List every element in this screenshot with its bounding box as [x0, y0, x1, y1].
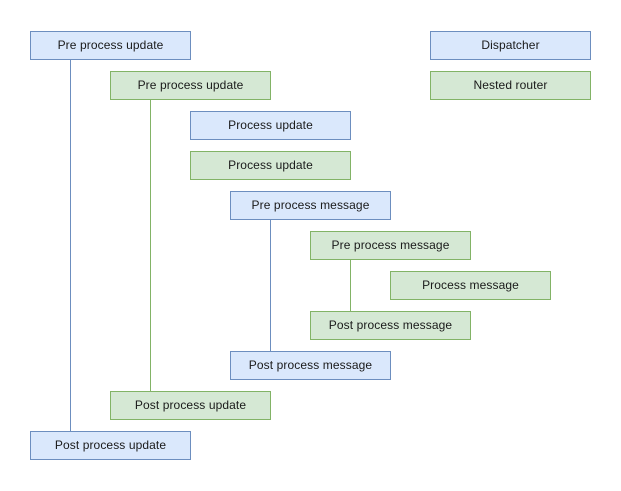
node-post-process-message-router[interactable]: Post process message [310, 311, 471, 340]
node-label: Process update [228, 158, 313, 173]
node-process-update-dispatcher[interactable]: Process update [190, 111, 351, 140]
legend-label: Dispatcher [481, 38, 540, 53]
node-process-message-router[interactable]: Process message [390, 271, 551, 300]
legend-item-nested-router[interactable]: Nested router [430, 71, 591, 100]
node-pre-process-update-router[interactable]: Pre process update [110, 71, 271, 100]
node-pre-process-message-dispatcher[interactable]: Pre process message [230, 191, 391, 220]
node-label: Pre process message [331, 238, 450, 253]
connector-line-dispatcher-inner [270, 220, 271, 351]
node-label: Pre process update [57, 38, 164, 53]
node-label: Pre process update [137, 78, 244, 93]
node-label: Post process update [54, 438, 167, 453]
node-label: Process message [422, 278, 519, 293]
connector-line-router-inner [350, 260, 351, 311]
node-pre-process-message-router[interactable]: Pre process message [310, 231, 471, 260]
node-pre-process-update-dispatcher[interactable]: Pre process update [30, 31, 191, 60]
legend-item-dispatcher[interactable]: Dispatcher [430, 31, 591, 60]
legend-label: Nested router [473, 78, 548, 93]
node-post-process-update-router[interactable]: Post process update [110, 391, 271, 420]
node-process-update-router[interactable]: Process update [190, 151, 351, 180]
node-label: Pre process message [251, 198, 370, 213]
node-label: Post process message [328, 318, 453, 333]
node-post-process-message-dispatcher[interactable]: Post process message [230, 351, 391, 380]
connector-line-router-outer [150, 100, 151, 391]
node-label: Post process message [248, 358, 373, 373]
node-label: Process update [228, 118, 313, 133]
node-label: Post process update [134, 398, 247, 413]
node-post-process-update-dispatcher[interactable]: Post process update [30, 431, 191, 460]
connector-line-dispatcher-outer [70, 60, 71, 431]
